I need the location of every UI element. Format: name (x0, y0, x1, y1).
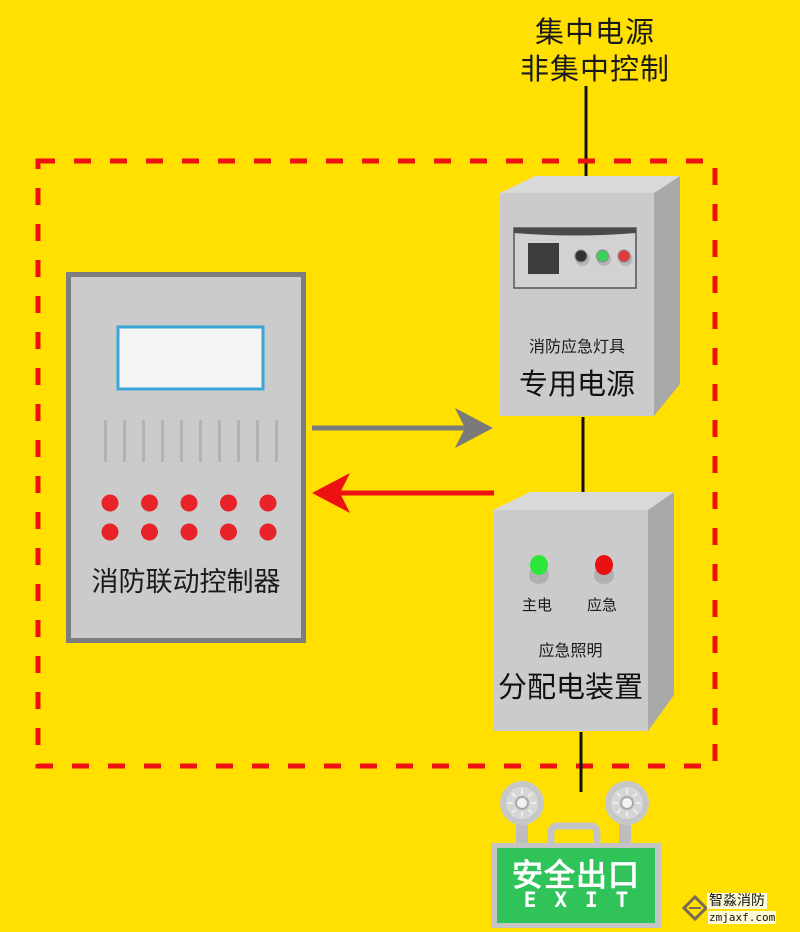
controller-indicator-led (101, 523, 119, 541)
controller-indicator-led (141, 523, 158, 541)
exit-sign-lamp-left (500, 781, 544, 825)
controller-label: 消防联动控制器 (91, 567, 281, 598)
watermark-name: 智淼消防 (707, 893, 767, 909)
power-box-top-face (500, 176, 680, 193)
lamp-ray (616, 808, 622, 814)
panel-light-dark (574, 249, 588, 263)
dedicated-power-supply-box (500, 176, 680, 416)
exit-sign-lamp-right (605, 781, 649, 825)
vent-slot (237, 420, 240, 462)
dist-box-title: 分配电装置 (497, 670, 643, 704)
controller-indicator-led (141, 494, 158, 512)
vent-slot (256, 420, 259, 462)
exit-sign-panel (497, 848, 655, 923)
controller-indicator-led (101, 494, 119, 512)
lamp-ray (632, 808, 638, 814)
panel-light-red (617, 249, 631, 263)
lamp-ray (511, 792, 517, 798)
dist-box-top-face (493, 492, 674, 510)
lamp-ray (527, 808, 533, 814)
power-box-side-face (654, 176, 680, 416)
controller-indicator-led (259, 494, 277, 512)
exit-sign-en-text: EXIT (523, 888, 647, 912)
power-source-label-line2: 非集中控制 (519, 52, 670, 86)
power-box-title: 专用电源 (518, 367, 635, 401)
vent-slot (123, 420, 126, 462)
controller-indicator-grid (101, 494, 277, 541)
dist-box-indicators (529, 555, 614, 584)
main-power-indicator-label: 主电 (521, 596, 552, 614)
controller-indicator-led (220, 494, 237, 512)
watermark-logo-icon (681, 894, 709, 922)
arrow-distribution-to-controller (312, 473, 494, 513)
dist-box-side-face (648, 492, 674, 731)
system-boundary (35, 158, 718, 769)
arrow-controller-to-power (312, 408, 493, 448)
lamp-ray (616, 792, 622, 798)
lamp-ray (527, 792, 533, 798)
distribution-device-box (493, 492, 674, 731)
vent-slot (104, 420, 107, 462)
controller-indicator-led (220, 523, 237, 541)
controller-display (116, 325, 265, 391)
vent-slot (199, 420, 202, 462)
exit-sign-cn-text: 安全出口 (512, 858, 640, 894)
controller-vent-slots (104, 420, 278, 462)
controller-indicator-led (259, 523, 277, 541)
fire-linkage-controller (66, 272, 306, 643)
vent-slot (142, 420, 145, 462)
power-box-lights (574, 249, 633, 266)
controller-indicator-led (180, 523, 198, 541)
controller-indicator-led (180, 494, 198, 512)
main-power-indicator (530, 555, 548, 575)
lamp-ray (632, 792, 638, 798)
emergency-indicator (595, 555, 613, 575)
emergency-indicator-label: 应急 (586, 596, 617, 614)
vent-slot (218, 420, 221, 462)
vent-slot (180, 420, 183, 462)
power-box-subtitle: 消防应急灯具 (528, 337, 625, 356)
dist-box-subtitle: 应急照明 (538, 641, 603, 660)
dist-box-front-face (493, 510, 648, 731)
exit-sign (491, 781, 661, 928)
power-box-panel-lip (514, 228, 636, 236)
power-source-label-line1: 集中电源 (534, 15, 655, 49)
vent-slot (275, 420, 278, 462)
panel-light-green (596, 249, 609, 263)
power-box-screen (528, 243, 559, 274)
vent-slot (161, 420, 164, 462)
lamp-ray (511, 808, 517, 814)
watermark-url: zmjaxf.com (708, 911, 777, 924)
